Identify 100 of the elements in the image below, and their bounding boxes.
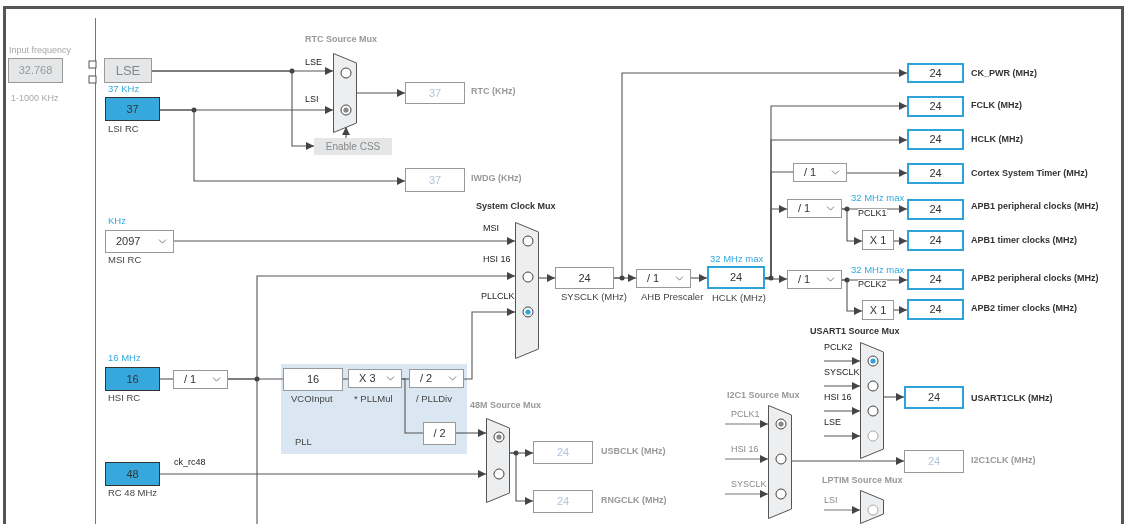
arrow <box>159 109 406 185</box>
caption-text: * PLLMul <box>354 394 393 405</box>
value-text: 24 <box>556 447 570 458</box>
caption-text: 32 MHz max <box>710 254 764 265</box>
mux-title: I2C1 Source Mux <box>727 391 800 401</box>
caption-text: I2C1CLK (MHz) <box>971 456 1036 466</box>
value-text: 37 <box>126 103 139 115</box>
value-text: 16 <box>126 373 139 385</box>
connector-line <box>159 378 174 380</box>
value-text: X 1 <box>869 304 887 316</box>
edge-label: LSI <box>305 95 319 105</box>
value-text: 32.768 <box>18 65 53 76</box>
arrow <box>764 275 788 283</box>
arrow <box>883 393 905 401</box>
arrow <box>690 274 708 282</box>
arrow <box>356 89 406 97</box>
caption-text: HCLK (MHz) <box>971 135 1023 145</box>
caption-text: FCLK (MHz) <box>971 101 1022 111</box>
edge-label: SYSCLK <box>731 480 767 490</box>
value-text: X 3 <box>359 373 376 384</box>
dropdown-field <box>173 370 228 389</box>
value-text: 24 <box>929 67 942 79</box>
dropdown-field <box>793 163 847 182</box>
edge-label: PCLK2 <box>858 280 887 290</box>
caption-text: IWDG (KHz) <box>471 174 522 184</box>
value-text: 24 <box>929 168 942 179</box>
arrow <box>342 126 350 139</box>
caption-text: 32 MHz max <box>851 265 905 276</box>
arrow <box>823 407 861 415</box>
value-text: / 1 <box>804 167 817 178</box>
value-box <box>862 300 894 320</box>
arrow <box>893 237 908 245</box>
value-box <box>862 230 894 250</box>
caption-text: KHz <box>108 216 126 227</box>
edge-label: ck_rc48 <box>174 458 206 468</box>
edge-label: PLLCLK <box>481 292 515 302</box>
edge-label: LSE <box>305 58 322 68</box>
caption-text: APB2 peripheral clocks (MHz) <box>971 274 1099 284</box>
caption-text: RNGCLK (MHz) <box>601 496 667 506</box>
value-text: 37 <box>428 87 442 99</box>
edge-label: PCLK1 <box>731 410 760 420</box>
value-text: 24 <box>929 101 942 112</box>
caption-text: HCLK (MHz) <box>712 293 766 304</box>
arrow <box>455 429 487 437</box>
caption-text: Cortex System Timer (MHz) <box>971 169 1088 179</box>
pll-panel <box>281 364 467 454</box>
value-text: / 1 <box>647 273 660 284</box>
arrow <box>724 420 769 428</box>
connector-line <box>401 378 424 434</box>
mux-title: USART1 Source Mux <box>810 327 900 337</box>
value-text: 24 <box>929 134 942 145</box>
arrow <box>613 69 908 279</box>
arrow <box>724 455 769 463</box>
arrow <box>724 490 769 498</box>
caption-text: 16 MHz <box>108 353 141 364</box>
group-title: PLL <box>295 437 312 448</box>
caption-text: MSI RC <box>108 255 142 266</box>
caption-text: APB2 timer clocks (MHz) <box>971 304 1078 314</box>
caption-text: VCOInput <box>291 394 333 405</box>
value-text: 24 <box>927 392 941 403</box>
value-text: Enable CSS <box>325 141 381 152</box>
value-text: 24 <box>929 274 942 285</box>
value-text: X 1 <box>869 234 887 246</box>
oscillator-box <box>104 58 152 83</box>
caption-text: CK_PWR (MHz) <box>971 69 1037 79</box>
value-text: 24 <box>578 272 591 284</box>
arrow <box>823 357 861 365</box>
value-text: / 1 <box>184 374 197 385</box>
arrow <box>764 205 788 279</box>
caption-text: USART1CLK (MHz) <box>971 394 1053 404</box>
value-text: 48 <box>126 468 139 480</box>
value-text: / 2 <box>420 373 433 384</box>
value-text: 24 <box>927 456 941 467</box>
caption-text: APB1 timer clocks (MHz) <box>971 236 1078 246</box>
value-text: 16 <box>306 374 320 385</box>
edge-label: PCLK2 <box>824 343 853 353</box>
arrow <box>823 382 861 390</box>
caption-text: RTC (KHz) <box>471 87 516 97</box>
arrow <box>791 457 905 465</box>
edge-label: SYSCLK <box>824 368 860 378</box>
value-text: 2097 <box>116 236 141 247</box>
value-box <box>423 422 456 445</box>
edge-label: MSI <box>483 224 499 234</box>
caption-text: APB1 peripheral clocks (MHz) <box>971 202 1099 212</box>
caption-text: SYSCLK (MHz) <box>561 292 627 303</box>
caption-text: 32 MHz max <box>851 193 905 204</box>
value-text: LSE <box>115 64 141 77</box>
value-text: 24 <box>929 235 942 246</box>
edge-label: LSE <box>824 418 841 428</box>
arrow <box>841 279 863 315</box>
dropdown-field <box>787 199 842 218</box>
arrow <box>538 274 556 282</box>
disabled-button <box>314 138 392 155</box>
arrow <box>893 306 908 314</box>
arrow <box>823 432 861 440</box>
edge-label: HSI 16 <box>731 445 759 455</box>
mux-title: RTC Source Mux <box>305 35 377 45</box>
edge-label: HSI 16 <box>483 255 511 265</box>
value-text: 24 <box>729 272 743 283</box>
caption-text: HSI RC <box>108 393 141 404</box>
